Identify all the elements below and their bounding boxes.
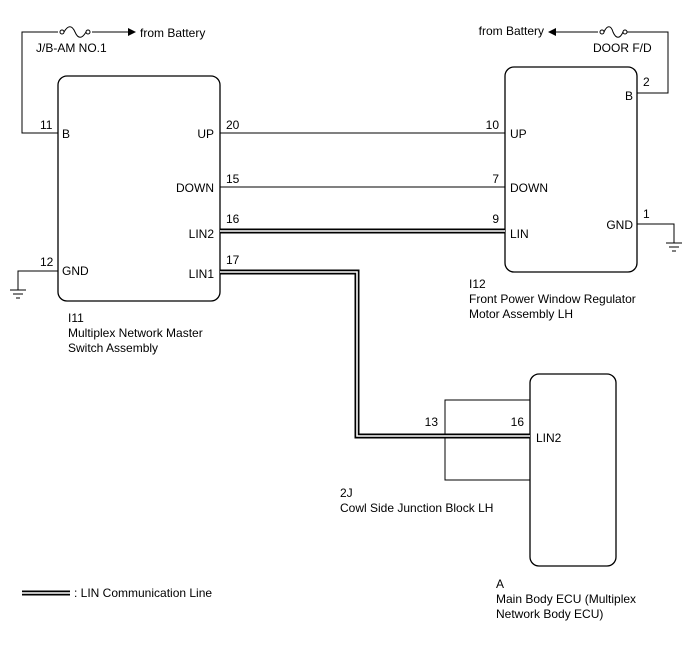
i12-code: I12: [469, 277, 486, 291]
i12-pin-down-number: 7: [492, 172, 499, 186]
junction-pin-in-number: 13: [425, 415, 439, 429]
right-fuse-icon: [599, 26, 628, 38]
i11-pin-b-number: 11: [40, 118, 53, 132]
left-fuse-label: J/B-AM NO.1: [36, 41, 107, 55]
i11-pin-gnd-number: 12: [40, 255, 54, 269]
i11-pin-down-label: DOWN: [176, 181, 214, 195]
i11-pin-down-number: 15: [226, 172, 240, 186]
i12-name-line2: Motor Assembly LH: [469, 307, 573, 321]
right-fuse-label: DOOR F/D: [593, 41, 652, 55]
i12-pin-gnd-number: 1: [643, 207, 650, 221]
i11-name-line2: Switch Assembly: [68, 341, 158, 355]
right-battery-label: from Battery: [479, 24, 544, 38]
left-ground-wire: [17, 270, 58, 290]
i12-pin-b-number: 2: [643, 75, 650, 89]
left-ground-icon: [10, 289, 26, 299]
i11-pin-b-label: B: [62, 127, 70, 141]
i11-pin-lin1-number: 17: [226, 253, 240, 267]
right-battery-feed-wire: [627, 31, 669, 94]
left-battery-feed-wire: [21, 31, 58, 134]
ecu-code: A: [496, 577, 504, 591]
legend-text: : LIN Communication Line: [74, 586, 212, 600]
junction-code: 2J: [340, 486, 353, 500]
i12-pin-lin-label: LIN: [510, 227, 529, 241]
left-fuse-icon: [59, 26, 91, 38]
junction-name: Cowl Side Junction Block LH: [340, 501, 493, 515]
right-ground-icon: [666, 242, 682, 252]
junction-pin-out-number: 16: [511, 415, 525, 429]
i12-pin-down-label: DOWN: [510, 181, 548, 195]
i11-pin-gnd-label: GND: [62, 264, 89, 278]
ecu-name-line2: Network Body ECU): [496, 607, 603, 621]
i11-pin-lin1-label: LIN1: [189, 267, 215, 281]
i12-pin-up-label: UP: [510, 127, 527, 141]
i11-pin-up-label: UP: [197, 127, 214, 141]
i12-pin-up-number: 10: [486, 118, 500, 132]
window-motor-box: [504, 66, 638, 273]
i11-code: I11: [68, 311, 84, 325]
right-ground-wire: [637, 223, 675, 243]
main-body-ecu-box: [529, 373, 617, 567]
right-battery-arrow-icon: [548, 28, 556, 36]
i11-pin-lin2-number: 16: [226, 212, 240, 226]
ecu-name-line1: Main Body ECU (Multiplex: [496, 592, 636, 606]
i12-pin-b-label: B: [625, 89, 633, 103]
left-battery-arrow-icon: [128, 28, 136, 36]
i11-name-line1: Multiplex Network Master: [68, 326, 203, 340]
junction-block-box: [444, 399, 531, 481]
i12-pin-gnd-label: GND: [606, 218, 633, 232]
i12-name-line1: Front Power Window Regulator: [469, 292, 636, 306]
i12-pin-lin-number: 9: [492, 212, 499, 226]
i11-pin-lin2-label: LIN2: [189, 227, 215, 241]
left-battery-label: from Battery: [140, 26, 205, 40]
ecu-pin-lin2-label: LIN2: [536, 431, 562, 445]
i11-pin-up-number: 20: [226, 118, 240, 132]
master-switch-box: [57, 75, 221, 302]
